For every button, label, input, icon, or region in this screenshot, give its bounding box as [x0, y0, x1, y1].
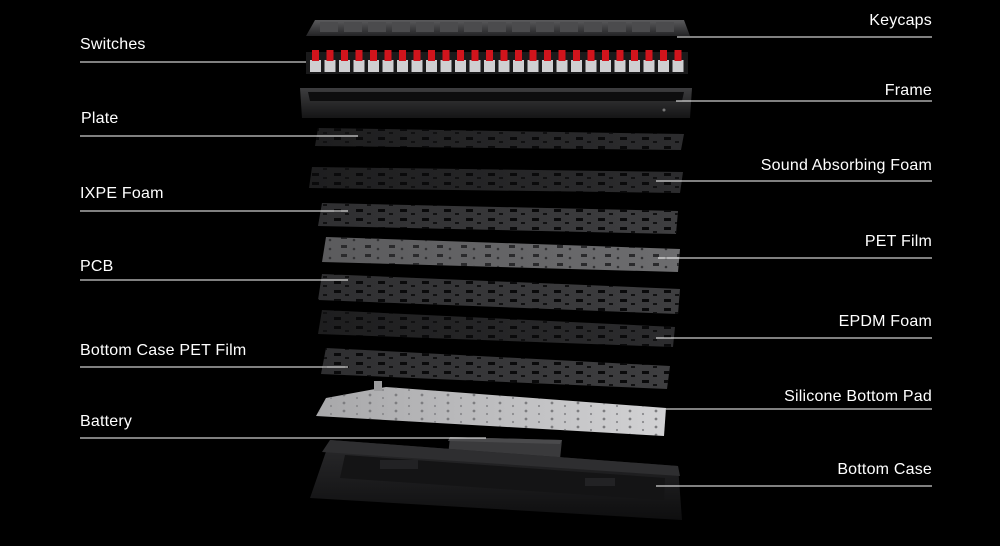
keycaps-layer — [306, 20, 690, 36]
label-epdm-foam: EPDM Foam — [838, 313, 932, 330]
keycap — [656, 22, 674, 32]
label-plate: Plate — [81, 110, 119, 127]
keycap — [344, 22, 362, 32]
switch — [440, 50, 452, 72]
switch — [571, 50, 582, 72]
switch — [614, 50, 626, 72]
switch — [324, 50, 336, 72]
label-battery: Battery — [80, 413, 133, 430]
label-pet-film: PET Film — [864, 233, 932, 250]
keycap — [440, 22, 458, 32]
switch — [513, 50, 524, 72]
switch — [353, 50, 365, 72]
ixpe-foam-layer — [318, 203, 678, 234]
switch — [658, 50, 669, 72]
pet-film-layer — [322, 237, 680, 272]
switch — [397, 50, 408, 72]
switch — [556, 50, 568, 72]
label-silicone-bottom-pad: Silicone Bottom Pad — [784, 388, 932, 405]
keycap — [416, 22, 434, 32]
switch — [382, 50, 394, 72]
keycap — [584, 22, 602, 32]
keycap — [560, 22, 578, 32]
keycap — [368, 22, 386, 32]
bottom-case-layer — [310, 440, 682, 520]
label-keycaps: Keycaps — [869, 12, 932, 29]
switch — [368, 50, 379, 72]
switch — [643, 50, 655, 72]
keycap — [320, 22, 338, 32]
switch — [585, 50, 597, 72]
keycap — [488, 22, 506, 32]
label-bottom-case: Bottom Case — [837, 461, 932, 478]
epdm-foam-layer — [318, 310, 675, 347]
switches-layer — [306, 50, 688, 74]
switch — [339, 50, 350, 72]
keycap — [608, 22, 626, 32]
pcb-layer — [318, 274, 680, 314]
label-sound-absorbing-foam: Sound Absorbing Foam — [760, 157, 932, 174]
switch — [455, 50, 466, 72]
switch — [411, 50, 423, 72]
switch — [542, 50, 553, 72]
silicone-bottom-pad-layer — [316, 381, 666, 436]
switch — [484, 50, 495, 72]
switch — [469, 50, 481, 72]
sound-absorbing-foam-layer — [309, 167, 683, 193]
keycap — [512, 22, 530, 32]
switch — [629, 50, 640, 72]
keycap — [392, 22, 410, 32]
switch — [498, 50, 510, 72]
label-frame: Frame — [884, 82, 932, 99]
switch — [310, 50, 321, 72]
frame-layer — [300, 88, 692, 118]
switch — [426, 50, 437, 72]
keycap — [536, 22, 554, 32]
plate-layer — [315, 128, 684, 150]
bottom-case-pet-film-layer — [321, 348, 670, 389]
switch — [672, 50, 684, 72]
label-ixpe-foam: IXPE Foam — [80, 185, 164, 202]
label-switches: Switches — [80, 36, 146, 53]
switch — [527, 50, 539, 72]
keycap — [632, 22, 650, 32]
keycap — [464, 22, 482, 32]
label-bottom-case-pet-film: Bottom Case PET Film — [80, 342, 247, 359]
switch — [600, 50, 611, 72]
leader-lines — [80, 36, 932, 487]
label-pcb: PCB — [80, 258, 114, 275]
